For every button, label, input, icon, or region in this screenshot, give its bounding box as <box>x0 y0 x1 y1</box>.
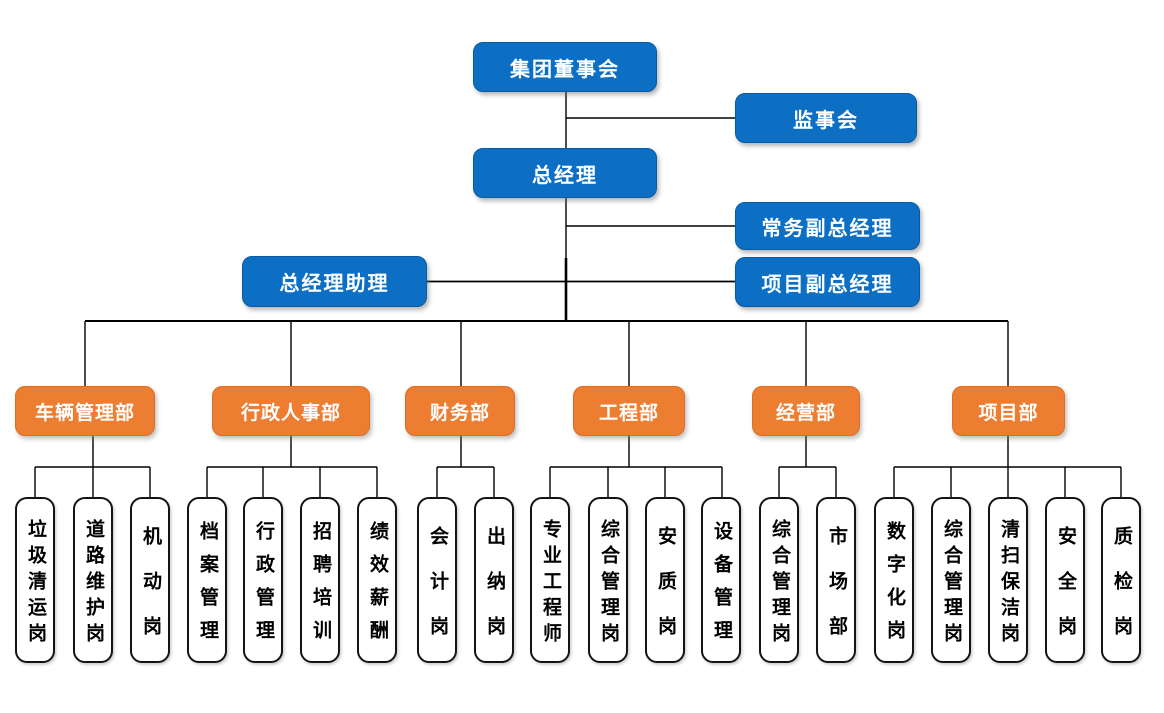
connector-group-project <box>893 436 1122 497</box>
connector-group-operations <box>778 436 837 497</box>
position-box: 档案管理 <box>187 497 227 663</box>
node-supervisory-board: 监事会 <box>735 93 917 143</box>
position-box: 行政管理 <box>243 497 283 663</box>
connector-group-admin-hr <box>206 436 378 497</box>
position-box: 绩效薪酬 <box>357 497 397 663</box>
node-project-deputy-gm: 项目副总经理 <box>735 257 920 307</box>
dept-admin-hr: 行政人事部 <box>212 386 370 436</box>
position-box: 综合管理岗 <box>588 497 628 663</box>
node-executive-deputy-gm: 常务副总经理 <box>735 202 920 250</box>
connector-group-vehicle <box>34 436 151 497</box>
position-box: 专业工程师 <box>530 497 570 663</box>
position-box: 安质岗 <box>645 497 685 663</box>
position-box: 招聘培训 <box>300 497 340 663</box>
position-box: 市场部 <box>816 497 856 663</box>
position-box: 设备管理 <box>701 497 741 663</box>
position-box: 垃圾清运岗 <box>15 497 55 663</box>
dept-engineering: 工程部 <box>573 386 685 436</box>
dept-vehicle-management: 车辆管理部 <box>15 386 155 436</box>
position-box: 道路维护岗 <box>73 497 113 663</box>
position-box: 质检岗 <box>1101 497 1141 663</box>
position-box: 安全岗 <box>1045 497 1085 663</box>
position-box: 综合管理岗 <box>931 497 971 663</box>
position-box: 出纳岗 <box>474 497 514 663</box>
node-general-manager: 总经理 <box>473 148 657 198</box>
connector-executive <box>427 92 736 322</box>
dept-project: 项目部 <box>952 386 1065 436</box>
connector-group-finance <box>436 436 495 497</box>
dept-finance: 财务部 <box>405 386 515 436</box>
node-gm-assistant: 总经理助理 <box>242 256 427 307</box>
position-box: 数字化岗 <box>874 497 914 663</box>
connector-group-engineering <box>549 436 723 497</box>
position-box: 机动岗 <box>130 497 170 663</box>
position-box: 清扫保洁岗 <box>988 497 1028 663</box>
dept-operations: 经营部 <box>752 386 860 436</box>
position-box: 会计岗 <box>417 497 457 663</box>
position-box: 综合管理岗 <box>759 497 799 663</box>
connector-distribution <box>84 320 1009 386</box>
node-board-of-directors: 集团董事会 <box>473 42 657 92</box>
